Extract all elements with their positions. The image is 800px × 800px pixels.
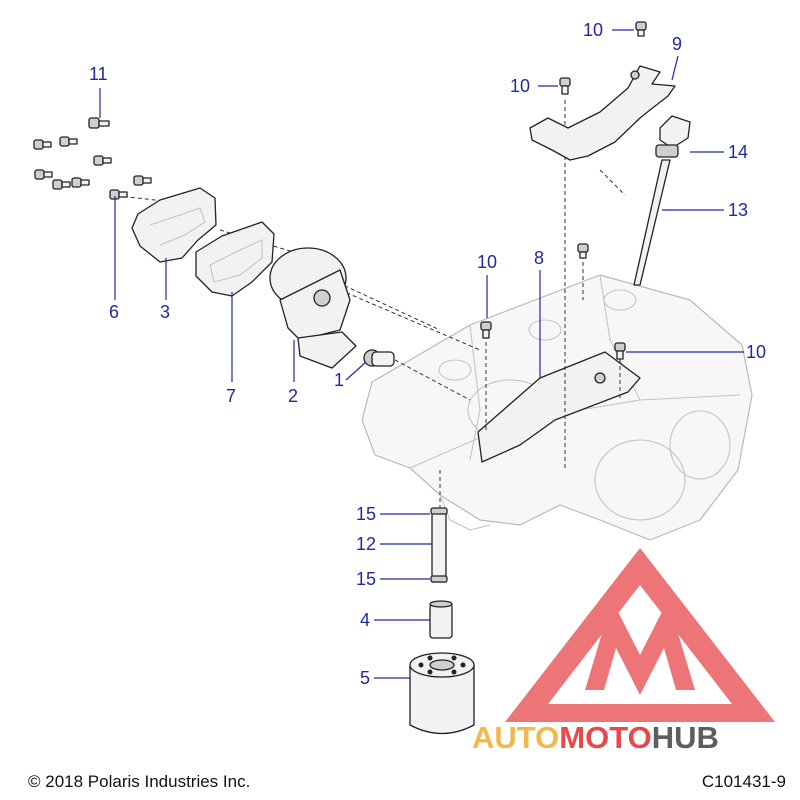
callout-10: 10 — [510, 76, 530, 96]
bolt-10-baffle — [614, 342, 626, 360]
crankcase-edge-2 — [469, 324, 481, 461]
crankcase-journal-2 — [528, 319, 562, 341]
fitting — [363, 349, 395, 367]
crankcase-bore-2 — [594, 439, 686, 521]
bolt-10-bracket — [559, 77, 571, 95]
copyright-text: © 2018 Polaris Industries Inc. — [28, 772, 251, 791]
dipstick-cap — [659, 115, 691, 149]
callout-7: 7 — [226, 386, 236, 406]
callout-14: 14 — [728, 142, 748, 162]
oil-pump-housing — [279, 269, 351, 341]
callout-15: 15 — [356, 504, 376, 524]
leader-lines — [99, 29, 744, 679]
o-ring-top — [430, 507, 448, 515]
tube — [431, 509, 447, 583]
callout-8: 8 — [534, 248, 544, 268]
pump-cover-channel — [149, 207, 206, 246]
callout-10: 10 — [583, 20, 603, 40]
bolt-10-top — [635, 21, 647, 37]
dipstick-seal — [655, 144, 679, 158]
figure-id: C101431-9 — [701, 772, 786, 791]
callouts: 10 9 10 14 13 10 8 10 11 6 3 7 2 1 15 12… — [89, 20, 766, 688]
callout-15: 15 — [356, 569, 376, 589]
tube-assembly — [430, 507, 448, 583]
crankcase-journal-3 — [603, 289, 637, 311]
watermark-wordmark: AUTOMOTOHUB — [472, 720, 719, 755]
oil-pump-shaft — [313, 289, 331, 307]
callout-13: 13 — [728, 200, 748, 220]
callout-9: 9 — [672, 34, 682, 54]
pump-gasket-inner — [209, 239, 263, 283]
pump-cover — [131, 187, 217, 263]
crankcase-journal-1 — [438, 359, 472, 381]
bracket-hole — [630, 70, 640, 80]
oil-filter — [409, 652, 475, 735]
callout-11: 11 — [89, 64, 108, 84]
adapter — [429, 600, 453, 639]
callout-10: 10 — [746, 342, 766, 362]
callout-2: 2 — [288, 386, 298, 406]
oil-pump — [269, 247, 357, 369]
callout-12: 12 — [356, 534, 376, 554]
bolt-10-case — [480, 321, 492, 339]
callout-5: 5 — [360, 668, 370, 688]
watermark-word-auto: AUTO — [472, 720, 559, 755]
dipstick — [633, 159, 671, 286]
bolt-10-rear — [577, 243, 589, 259]
bolt-11 — [88, 117, 110, 129]
bolt-group-6 — [33, 136, 152, 200]
bracket — [529, 65, 676, 161]
pump-gasket — [195, 221, 275, 297]
crankcase-bore-3 — [669, 410, 731, 480]
callout-3: 3 — [160, 302, 170, 322]
watermark-logo — [505, 548, 775, 722]
callout-6: 6 — [109, 302, 119, 322]
watermark-word-hub: HUB — [652, 720, 719, 755]
callout-1: 1 — [334, 370, 344, 390]
watermark-word-moto: MOTO — [559, 720, 651, 755]
o-ring-bottom — [430, 575, 448, 583]
watermark-triangle — [505, 548, 775, 722]
watermark-m-mark — [585, 600, 695, 695]
oil-pump-pickup — [297, 331, 357, 369]
baffle-plate-hole — [594, 372, 606, 384]
callout-4: 4 — [360, 610, 370, 630]
callout-10: 10 — [477, 252, 497, 272]
